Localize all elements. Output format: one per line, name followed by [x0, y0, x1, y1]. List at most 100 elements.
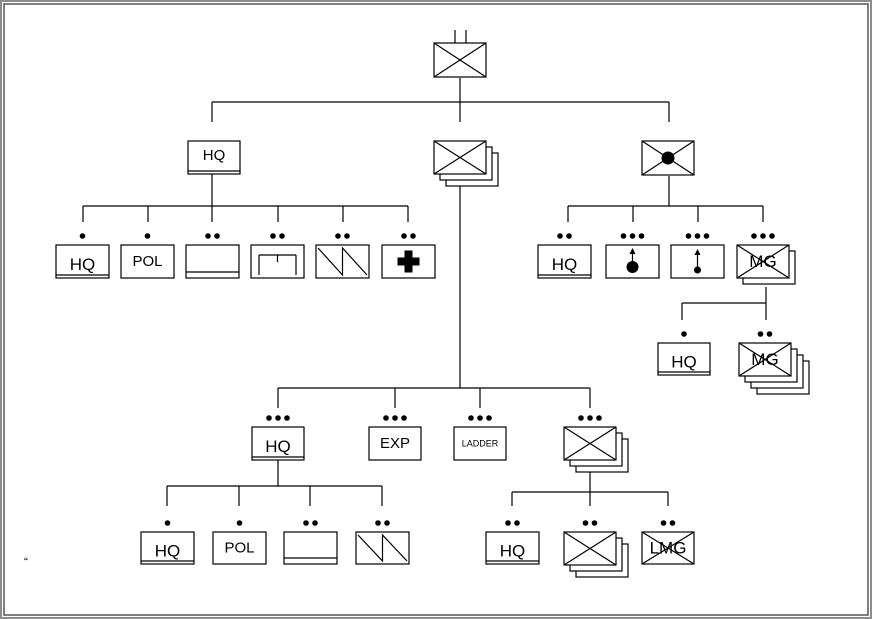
unit-label: HQ [265, 437, 291, 456]
zigzag-line [317, 246, 368, 277]
unit-u20 [563, 415, 629, 473]
echelon-dot [410, 233, 416, 239]
unit-u14: MG [736, 233, 796, 285]
unit-u8 [250, 233, 305, 279]
echelon-dot [477, 415, 483, 421]
echelon-dot [582, 520, 589, 526]
echelon-dot [401, 233, 407, 239]
echelon-dot [214, 233, 220, 239]
diagonal-line [433, 42, 487, 78]
echelon-dot [383, 415, 389, 421]
echelon-dot [375, 520, 381, 526]
unit-u2: HQ [187, 140, 241, 175]
echelon-dot [681, 331, 687, 337]
unit-label: MG [749, 252, 776, 271]
unit-box [140, 531, 195, 565]
unit-label: HQ [203, 147, 226, 164]
mortar-round [626, 261, 639, 273]
echelon-dot [766, 331, 773, 337]
echelon-dot [760, 233, 766, 239]
unit-box [283, 531, 338, 565]
echelon-dot [703, 233, 710, 239]
echelon-dot [620, 233, 627, 239]
echelon-dot [505, 520, 511, 526]
echelon-dot [769, 233, 775, 239]
unit-u19: LADDER [453, 415, 507, 461]
echelon-dot [401, 415, 407, 421]
unit-label: HQ [552, 255, 578, 274]
unit-box [368, 426, 422, 461]
unit-u13 [670, 233, 725, 279]
unit-box [485, 531, 540, 565]
inner-frame [3, 3, 869, 616]
unit-u16: MG [738, 331, 810, 395]
unit-u24 [355, 520, 410, 565]
echelon-dot [596, 415, 602, 421]
echelon-dot [279, 233, 285, 239]
echelon-dot [79, 233, 86, 239]
echelon-dot [638, 233, 645, 239]
unit-u17: HQ [251, 415, 305, 461]
diagonal-line [738, 342, 792, 377]
unit-label: HQ [70, 255, 96, 274]
unit-u11: HQ [537, 233, 592, 279]
unit-box [453, 426, 507, 461]
echelon-dot [694, 233, 701, 239]
echelon-dot [660, 520, 667, 526]
unit-u9 [315, 233, 370, 279]
unit-u27: LMG [641, 520, 695, 565]
echelon-dot [205, 233, 211, 239]
unit-u25: HQ [485, 520, 540, 565]
unit-u21: HQ [140, 520, 195, 565]
diagonal-line [563, 426, 617, 461]
diagonal-line [736, 244, 790, 279]
unit-u4 [641, 140, 695, 176]
echelon-dot [587, 415, 593, 421]
echelon-dot [303, 520, 309, 526]
echelon-dot [591, 520, 598, 526]
unit-box [55, 244, 110, 279]
echelon-dot [751, 233, 757, 239]
echelon-dot [312, 520, 318, 526]
echelon-dot [514, 520, 520, 526]
echelon-dot [344, 233, 350, 239]
echelon-dot [669, 520, 676, 526]
unit-u7 [185, 233, 240, 279]
unit-u23 [283, 520, 338, 565]
connector-lines [82, 30, 767, 506]
unit-box [185, 244, 240, 279]
unit-box [187, 140, 241, 175]
arrow-head [629, 248, 636, 254]
echelon-dot [266, 415, 272, 421]
echelon-dot [629, 233, 636, 239]
diagonal-line [433, 140, 487, 175]
unit-u22: POL [212, 520, 267, 565]
echelon-dot [757, 331, 764, 337]
unit-u1 [433, 42, 487, 78]
diagonal-line [563, 531, 617, 566]
unit-label: LADDER [462, 439, 499, 449]
unit-label: HQ [671, 353, 697, 372]
echelon-dot [685, 233, 692, 239]
echelon-dot [486, 415, 492, 421]
unit-u6: POL [120, 233, 175, 279]
diagonal-line [641, 531, 695, 565]
echelon-dot [270, 233, 276, 239]
unit-box [251, 426, 305, 461]
unit-u15: HQ [657, 331, 711, 376]
unit-label: POL [132, 253, 162, 270]
unit-u12 [605, 233, 660, 279]
echelon-dot [144, 233, 151, 239]
unit-u3 [433, 140, 499, 187]
unit-box [120, 244, 175, 279]
unit-symbols: HQ HQ POL HQ MG HQ MG HQ EXP LADDER HQ POL HQ LMG [55, 42, 810, 578]
unit-label: HQ [155, 542, 181, 561]
echelon-dot [236, 520, 243, 526]
unit-label: EXP [380, 435, 410, 452]
center-dot [661, 151, 675, 165]
echelon-dot [275, 415, 281, 421]
medical-cross-icon [397, 250, 420, 273]
